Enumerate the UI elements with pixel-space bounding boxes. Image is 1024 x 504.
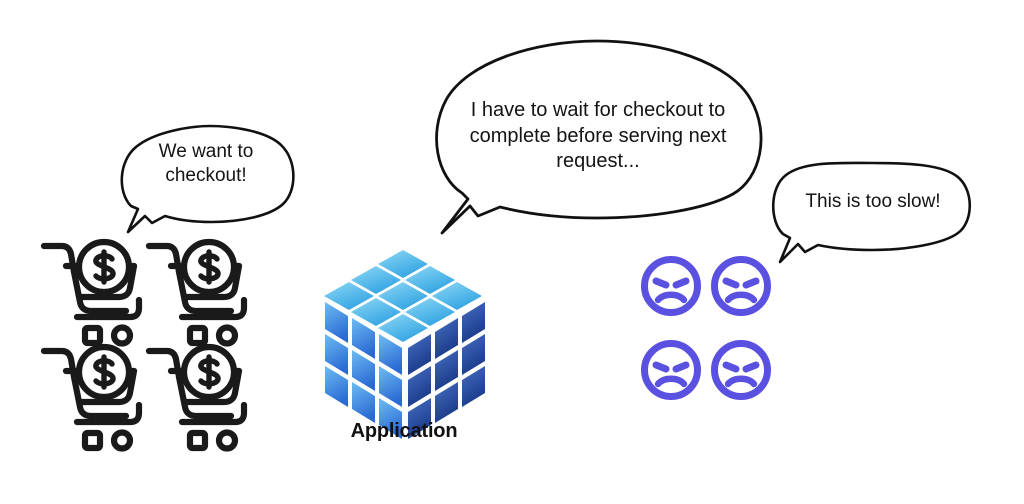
angry-face-icon: [711, 256, 771, 316]
shopping-cart-icon: [40, 238, 143, 347]
cube-top-face: [324, 250, 482, 342]
cube-left-face: [325, 302, 402, 439]
angry-face-icon: [641, 340, 701, 400]
angry-face-icon: [641, 256, 701, 316]
bubble-3-outline: [772, 161, 971, 264]
shopping-cart-group: [40, 238, 248, 452]
angry-face-icon: [711, 340, 771, 400]
we-want-to-checkout-bubble: [120, 124, 295, 234]
wait-for-checkout-bubble: [435, 39, 763, 235]
shopping-cart-icon: [145, 238, 248, 347]
angry-face-group: [641, 256, 771, 400]
bubble-1-outline: [120, 124, 295, 234]
application-caption: Application: [350, 420, 458, 442]
shopping-cart-icon: [40, 343, 143, 452]
too-slow-bubble: [772, 161, 971, 264]
cube-right-face: [408, 302, 485, 439]
shopping-cart-icon: [145, 343, 248, 452]
application-cube: [324, 250, 485, 439]
bubble-2-outline: [435, 39, 763, 235]
